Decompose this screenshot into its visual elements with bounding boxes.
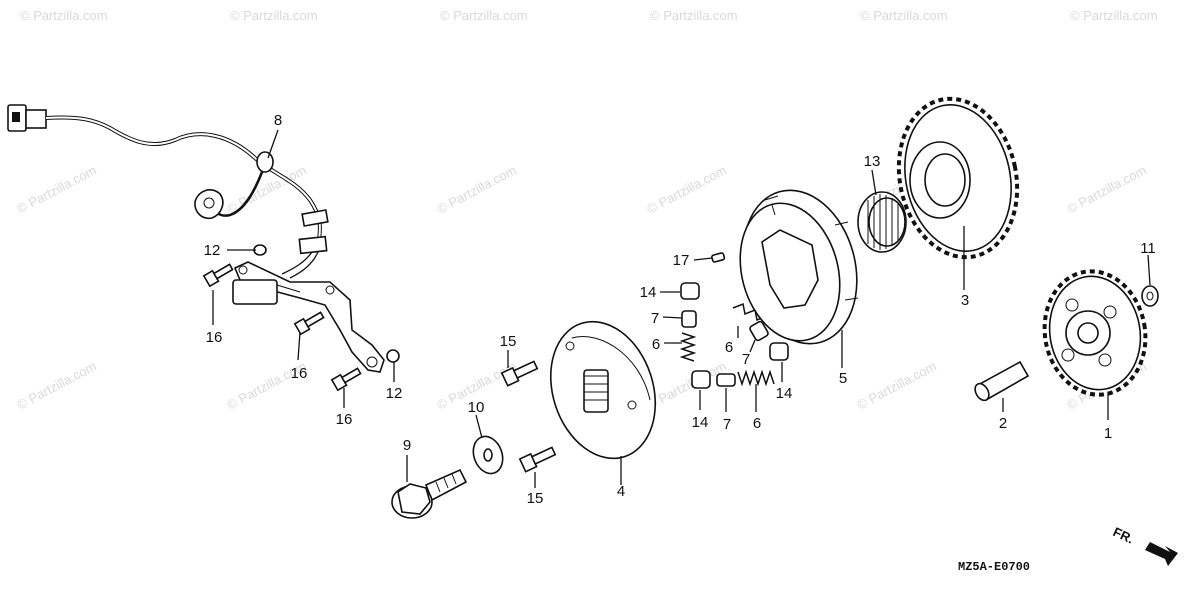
gear-part-1[interactable] (1035, 263, 1155, 402)
washer-part-10[interactable] (468, 432, 507, 477)
sensor-bracket[interactable] (232, 261, 385, 373)
callout-13: 13 (864, 153, 881, 170)
watermark: © Partzilla.com (230, 8, 318, 23)
callout-12: 12 (386, 385, 403, 402)
callout-1: 1 (1104, 425, 1112, 442)
callout-16: 16 (336, 411, 353, 428)
watermark: © Partzilla.com (434, 162, 518, 216)
wire-harness-part-8[interactable] (7, 104, 329, 279)
bolt-part-15[interactable] (500, 359, 557, 473)
callout-10: 10 (468, 399, 485, 416)
driven-gear-part-3[interactable] (885, 88, 1032, 269)
watermark: © Partzilla.com (440, 8, 528, 23)
watermark: © Partzilla.com (854, 358, 938, 412)
diagram-code: MZ5A-E0700 (958, 560, 1030, 574)
connector-body (25, 109, 47, 129)
callout-16: 16 (291, 365, 308, 382)
clutch-outer-part-5[interactable] (726, 177, 874, 356)
direction-label: FR. (1111, 524, 1136, 546)
callout-15: 15 (527, 490, 544, 507)
callout-6: 6 (753, 415, 761, 432)
callout-4: 4 (617, 483, 625, 500)
roller-part-14[interactable] (680, 282, 789, 389)
plunger-part-7[interactable] (681, 310, 769, 387)
bolt-part-16[interactable] (202, 262, 362, 392)
connector-pin (12, 112, 20, 122)
callout-labels: 1 2 3 4 5 6 6 6 7 7 7 8 9 10 11 12 12 13… (204, 112, 1156, 507)
needle-bearing-part-13[interactable] (857, 191, 907, 253)
watermark: © Partzilla.com (1064, 162, 1148, 216)
watermark: © Partzilla.com (14, 162, 98, 216)
watermark: © Partzilla.com (860, 8, 948, 23)
callout-7: 7 (651, 310, 659, 327)
plate-part-4[interactable] (534, 308, 672, 472)
callout-5: 5 (839, 370, 847, 387)
callout-7: 7 (723, 416, 731, 433)
grommet (256, 151, 274, 173)
callout-2: 2 (999, 415, 1007, 432)
callout-14: 14 (640, 284, 657, 301)
collar-part-12[interactable] (253, 244, 400, 363)
watermark: © Partzilla.com (644, 162, 728, 216)
callout-15: 15 (500, 333, 517, 350)
watermark: © Partzilla.com (1070, 8, 1158, 23)
callout-17: 17 (673, 252, 690, 269)
callout-14: 14 (776, 385, 793, 402)
watermark: © Partzilla.com (644, 358, 728, 412)
cable-clamp (301, 209, 329, 227)
sensor-head (194, 189, 224, 220)
washer-part-11[interactable] (1141, 285, 1159, 307)
callout-12: 12 (204, 242, 221, 259)
watermark: © Partzilla.com (14, 358, 98, 412)
flange-bolt-part-9[interactable] (391, 468, 468, 519)
callout-9: 9 (403, 437, 411, 454)
callout-16: 16 (206, 329, 223, 346)
pin-part-17[interactable] (711, 252, 726, 263)
callout-11: 11 (1140, 240, 1156, 257)
switch-block (232, 279, 278, 305)
watermark: © Partzilla.com (20, 8, 108, 23)
callout-14: 14 (692, 414, 709, 431)
cable-clamp (298, 235, 328, 255)
leader-lines (212, 129, 1151, 488)
callout-8: 8 (274, 112, 282, 129)
watermark: © Partzilla.com (650, 8, 738, 23)
front-direction-arrow-icon: FR. (1111, 524, 1178, 566)
callout-7: 7 (742, 351, 750, 368)
callout-3: 3 (961, 292, 969, 309)
shaft-part-2[interactable] (972, 360, 1030, 403)
callout-6: 6 (725, 339, 733, 356)
callout-6: 6 (652, 336, 660, 353)
